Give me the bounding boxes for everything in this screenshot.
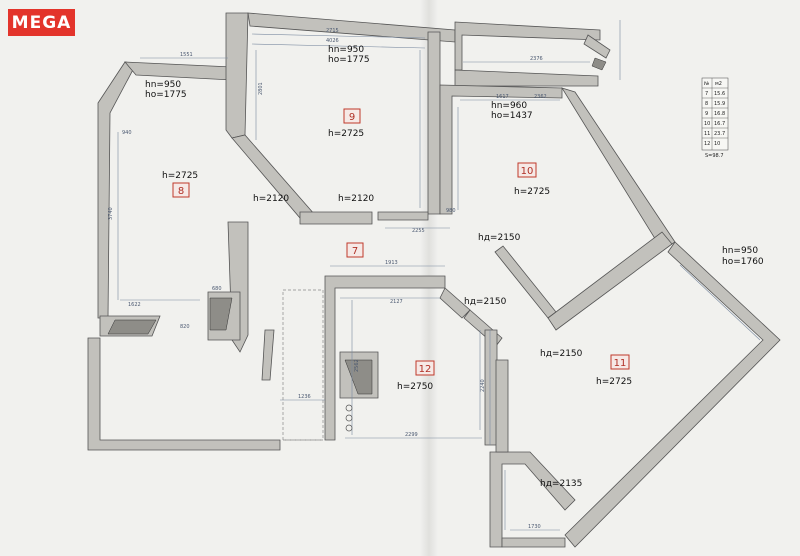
table-row-number: 8 [705, 101, 708, 107]
stove-burners [345, 404, 353, 432]
table-row-number: 9 [705, 111, 708, 117]
table-row-number: 10 [704, 121, 710, 127]
dim-corridor-b: 1913 [385, 260, 398, 266]
room-11-height: h=2725 [596, 377, 632, 387]
dim-room9-left: 2801 [258, 82, 264, 95]
room-7-number: 7 [352, 246, 358, 257]
room-9-height: h=2725 [328, 129, 364, 139]
dim-room10-top: 1617 [496, 94, 509, 100]
area-table: № м2 7 15.6 8 15.9 9 16.8 10 16.7 11 23.… [701, 77, 729, 159]
dim-small-c: 820 [180, 324, 190, 330]
table-row-number: 7 [705, 91, 708, 97]
dim-corridor-c: 2127 [390, 299, 403, 305]
door-height-5: hд=2150 [540, 349, 583, 359]
room-8-number: 8 [178, 186, 184, 197]
dim-corridor-bottom: 1236 [298, 394, 311, 400]
dimension-lines [117, 20, 761, 531]
dimension-numbers: 1551 2715 4026 2376 3740 2801 1617 2362 … [108, 28, 547, 530]
dim-room11-bottom: 1730 [528, 524, 541, 530]
table-row-area: 15.6 [714, 91, 725, 97]
dim-room8-left: 3740 [108, 207, 114, 220]
table-header-area: м2 [715, 81, 722, 87]
balcony-plates [107, 57, 607, 395]
window-2-ho: ho=1775 [328, 55, 370, 65]
table-row-area: 23.7 [714, 131, 725, 137]
window-3-hn: hn=960 [491, 101, 527, 111]
dim-small-b: 980 [446, 208, 456, 214]
dim-room11-side: 2240 [480, 379, 486, 392]
table-row-area: 16.7 [714, 121, 725, 127]
table-row-number: 12 [704, 141, 710, 147]
dim-room12-bottom: 2299 [405, 432, 418, 438]
window-4-hn: hn=950 [722, 246, 758, 256]
dim-room9-top-b: 4026 [326, 38, 339, 44]
table-row-area: 16.8 [714, 111, 725, 117]
room-11-number: 11 [614, 358, 627, 369]
dim-corridor-a: 2255 [412, 228, 425, 234]
dim-small-d: 680 [212, 286, 222, 292]
door-height-4: hд=2150 [464, 297, 507, 307]
window-1-hn: hn=950 [145, 80, 181, 90]
dim-small-a: 940 [122, 130, 132, 136]
door-height-1: h=2120 [253, 194, 289, 204]
room-number-boxes [172, 108, 630, 376]
room-9-number: 9 [349, 112, 355, 123]
table-header-number: № [704, 81, 710, 87]
walls [87, 12, 781, 548]
room-10-height: h=2725 [514, 187, 550, 197]
table-row-number: 11 [704, 131, 710, 137]
door-height-2: h=2120 [338, 194, 374, 204]
table-total: S=98.7 [705, 153, 724, 159]
mega-logo: MEGA [8, 9, 75, 36]
table-row-area: 15.9 [714, 101, 725, 107]
table-row-area: 10 [714, 141, 720, 147]
dim-room8-top: 1551 [180, 52, 193, 58]
window-3-ho: ho=1437 [491, 111, 533, 121]
dim-balcony: 2376 [530, 56, 543, 62]
entrance-zone [282, 289, 324, 441]
labels: 8 9 10 7 12 11 h=2725 h=2725 h=2725 h=27… [145, 45, 764, 489]
dim-room12-left: 2562 [354, 359, 360, 372]
door-height-6: hд=2135 [540, 479, 582, 489]
window-1-ho: ho=1775 [145, 90, 187, 100]
room-10-number: 10 [521, 166, 534, 177]
dim-room8-bottom: 1622 [128, 302, 141, 308]
door-height-3: hд=2150 [478, 233, 521, 243]
window-2-hn: hn=950 [328, 45, 364, 55]
dim-room9-top: 2715 [326, 28, 339, 34]
dim-room10-inner: 2362 [534, 94, 547, 100]
room-12-height: h=2750 [397, 382, 433, 392]
window-4-ho: ho=1760 [722, 257, 764, 267]
room-8-height: h=2725 [162, 171, 198, 181]
room-12-number: 12 [419, 364, 432, 375]
